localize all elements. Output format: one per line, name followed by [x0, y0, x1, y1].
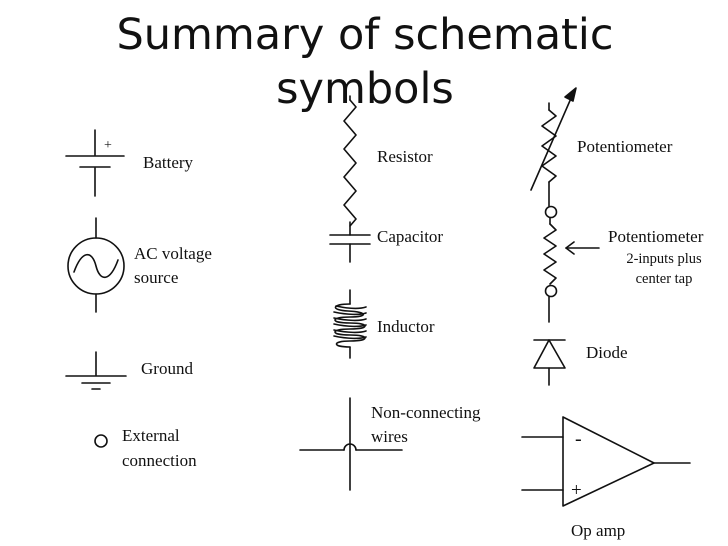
non-connecting-wires-symbol — [299, 397, 403, 491]
external-connection-label-line2: connection — [122, 451, 197, 470]
op-amp-symbol — [521, 416, 691, 507]
op-amp-plus-sign: + — [571, 480, 582, 501]
non-connecting-wires-label-line2: wires — [371, 427, 408, 446]
ground-symbol — [65, 351, 127, 390]
op-amp-label: Op amp — [571, 521, 626, 540]
battery-label: Battery — [143, 153, 194, 172]
inductor-symbol — [333, 289, 367, 359]
capacitor-symbol — [329, 221, 371, 263]
ac-source-symbol — [67, 217, 125, 313]
battery-plus-sign: + — [104, 138, 112, 153]
ground-label: Ground — [141, 359, 193, 378]
inductor-label: Inductor — [377, 317, 435, 336]
diode-label: Diode — [586, 343, 628, 362]
potentiometer-label: Potentiometer — [577, 137, 673, 156]
resistor-label: Resistor — [377, 147, 433, 166]
external-connection-label-line1: External — [122, 426, 180, 445]
non-connecting-wires-label-line1: Non-connecting — [371, 403, 481, 422]
potentiometer-tap-label: Potentiometer — [608, 227, 704, 246]
battery-symbol — [65, 129, 125, 197]
potentiometer-symbol — [530, 87, 577, 207]
capacitor-label: Capacitor — [377, 227, 444, 246]
diode-symbol — [533, 296, 566, 386]
potentiometer-tap-sublabel-line1: 2-inputs plus — [626, 251, 702, 267]
potentiometer-tap-sublabel-line2: center tap — [635, 271, 693, 287]
external-connection-symbol — [94, 434, 108, 448]
potentiometer-tap-symbol — [543, 205, 600, 298]
ac-source-label-line1: AC voltage — [134, 244, 212, 263]
op-amp-minus-sign: - — [575, 428, 582, 450]
page-title: Summary of schematic symbols — [116, 10, 614, 114]
resistor-symbol — [343, 95, 357, 227]
ac-source-label-line2: source — [134, 268, 179, 287]
